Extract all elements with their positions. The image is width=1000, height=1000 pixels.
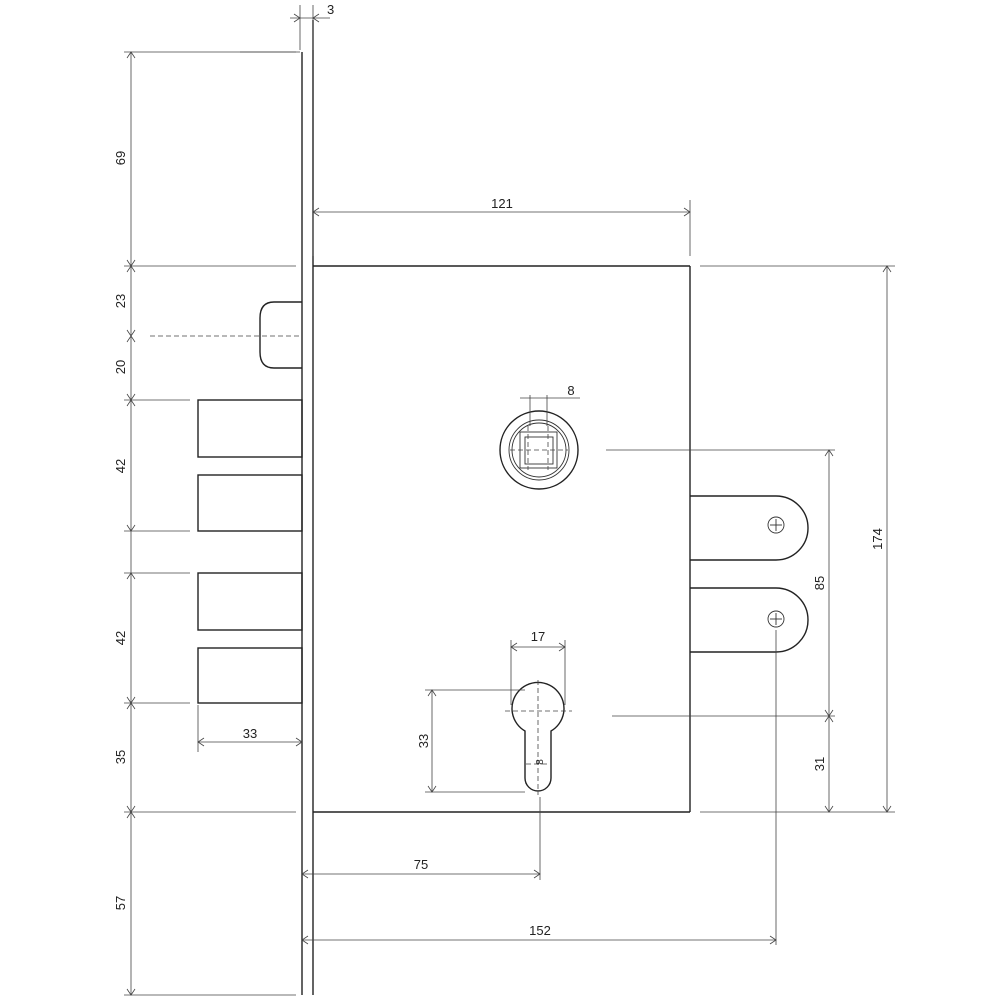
bolt-lower-2: [197, 647, 303, 704]
latch: [150, 301, 302, 369]
dim-top-to-latch: 23: [113, 294, 128, 308]
bolt-lower-1: [197, 572, 303, 631]
dim-cylinder-to-body-bottom: 31: [812, 757, 827, 771]
lock-body: [313, 265, 691, 813]
dim-body-height: 174: [870, 528, 885, 550]
dim-spindle-to-cylinder: 85: [812, 576, 827, 590]
bolt-upper-1: [197, 399, 303, 458]
cylinder-cutout: [505, 680, 572, 795]
dim-body-width: 121: [491, 196, 513, 211]
dim-cylinder-width: 17: [531, 629, 545, 644]
strike-plate-upper: [690, 495, 809, 561]
dim-cylinder-diameter: 8: [535, 759, 546, 765]
strike-plate-lower: [690, 587, 809, 653]
dim-latch-to-bolt: 20: [113, 360, 128, 374]
dimension-lines: [126, 13, 892, 996]
dim-bolt-group-lower: 42: [113, 631, 128, 645]
dim-cylinder-height: 33: [416, 734, 431, 748]
bolt-upper-2: [197, 474, 303, 532]
dim-faceplate-thickness: 3: [327, 2, 334, 17]
dim-bolt-to-body-bottom: 35: [113, 750, 128, 764]
dim-body-to-plate-bottom: 57: [113, 896, 128, 910]
dim-top-to-body: 69: [113, 151, 128, 165]
dimension-labels: 3 69 121 23 20 42 42 33 35 57 8 17 33 8 …: [113, 2, 885, 938]
dim-bolt-group-upper: 42: [113, 459, 128, 473]
dim-spindle-size: 8: [567, 383, 574, 398]
dim-bolt-projection: 33: [243, 726, 257, 741]
dim-backset: 75: [414, 857, 428, 872]
spindle-hub: [499, 410, 579, 490]
faceplate: [301, 20, 314, 995]
dim-fixing-hole-distance: 152: [529, 923, 551, 938]
extension-lines: [124, 5, 895, 996]
